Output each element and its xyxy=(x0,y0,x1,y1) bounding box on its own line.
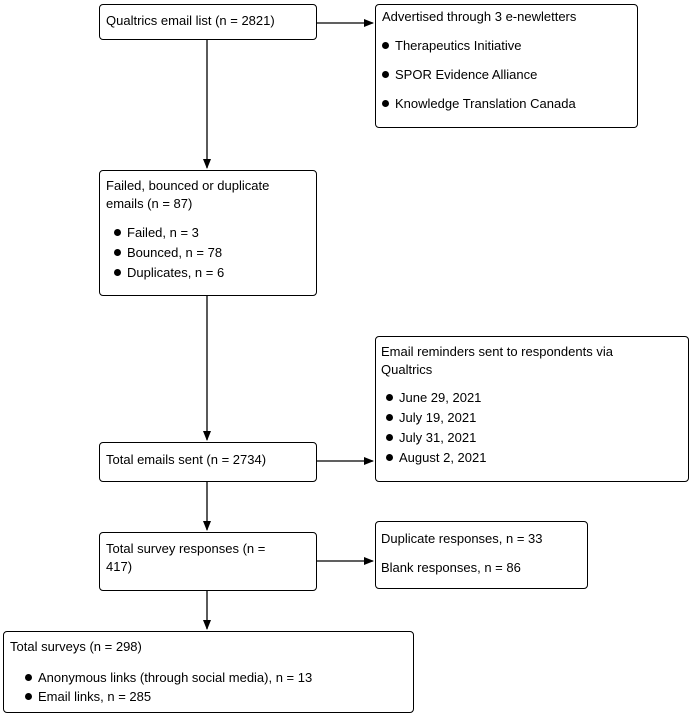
reminder-item: August 2, 2021 xyxy=(386,450,486,466)
advertised-item: SPOR Evidence Alliance xyxy=(382,67,537,83)
bullet-icon xyxy=(114,229,121,236)
excluded-item: Blank responses, n = 86 xyxy=(381,560,521,575)
bullet-icon xyxy=(382,42,389,49)
total-surveys-box: Total surveys (n = 298) Anonymous links … xyxy=(3,631,414,713)
email-list-title: Qualtrics email list (n = 2821) xyxy=(106,13,275,28)
total-surveys-title: Total surveys (n = 298) xyxy=(10,639,142,654)
email-list-box: Qualtrics email list (n = 2821) xyxy=(99,4,317,40)
excluded-box: Duplicate responses, n = 33 Blank respon… xyxy=(375,521,588,589)
responses-title-line1: Total survey responses (n = xyxy=(106,541,266,556)
failed-item: Bounced, n = 78 xyxy=(114,245,222,261)
bullet-icon xyxy=(386,454,393,461)
failed-title-line2: emails (n = 87) xyxy=(106,196,193,211)
bullet-icon xyxy=(25,693,32,700)
total-sent-title: Total emails sent (n = 2734) xyxy=(106,452,267,467)
bullet-icon xyxy=(114,249,121,256)
reminder-item: July 19, 2021 xyxy=(386,410,476,426)
total-surveys-item: Email links, n = 285 xyxy=(25,689,151,705)
failed-item: Failed, n = 3 xyxy=(114,225,199,241)
total-sent-box: Total emails sent (n = 2734) xyxy=(99,442,317,482)
reminders-box: Email reminders sent to respondents via … xyxy=(375,336,689,482)
bullet-icon xyxy=(382,71,389,78)
bullet-icon xyxy=(25,674,32,681)
responses-title-line2: 417) xyxy=(106,559,133,574)
reminder-item: June 29, 2021 xyxy=(386,390,481,406)
reminders-title-line2: Qualtrics xyxy=(381,362,433,377)
failed-item: Duplicates, n = 6 xyxy=(114,265,224,281)
advertised-title: Advertised through 3 e-newletters xyxy=(382,9,577,24)
total-surveys-item: Anonymous links (through social media), … xyxy=(25,670,312,686)
bullet-icon xyxy=(386,394,393,401)
advertised-item: Therapeutics Initiative xyxy=(382,38,521,54)
failed-box: Failed, bounced or duplicate emails (n =… xyxy=(99,170,317,296)
advertised-box: Advertised through 3 e-newletters Therap… xyxy=(375,4,638,128)
bullet-icon xyxy=(382,100,389,107)
advertised-item: Knowledge Translation Canada xyxy=(382,96,576,112)
reminder-item: July 31, 2021 xyxy=(386,430,476,446)
reminders-title-line1: Email reminders sent to respondents via xyxy=(381,344,613,359)
failed-title-line1: Failed, bounced or duplicate xyxy=(106,178,270,193)
bullet-icon xyxy=(386,434,393,441)
bullet-icon xyxy=(386,414,393,421)
responses-box: Total survey responses (n = 417) xyxy=(99,532,317,591)
bullet-icon xyxy=(114,269,121,276)
excluded-item: Duplicate responses, n = 33 xyxy=(381,531,543,546)
